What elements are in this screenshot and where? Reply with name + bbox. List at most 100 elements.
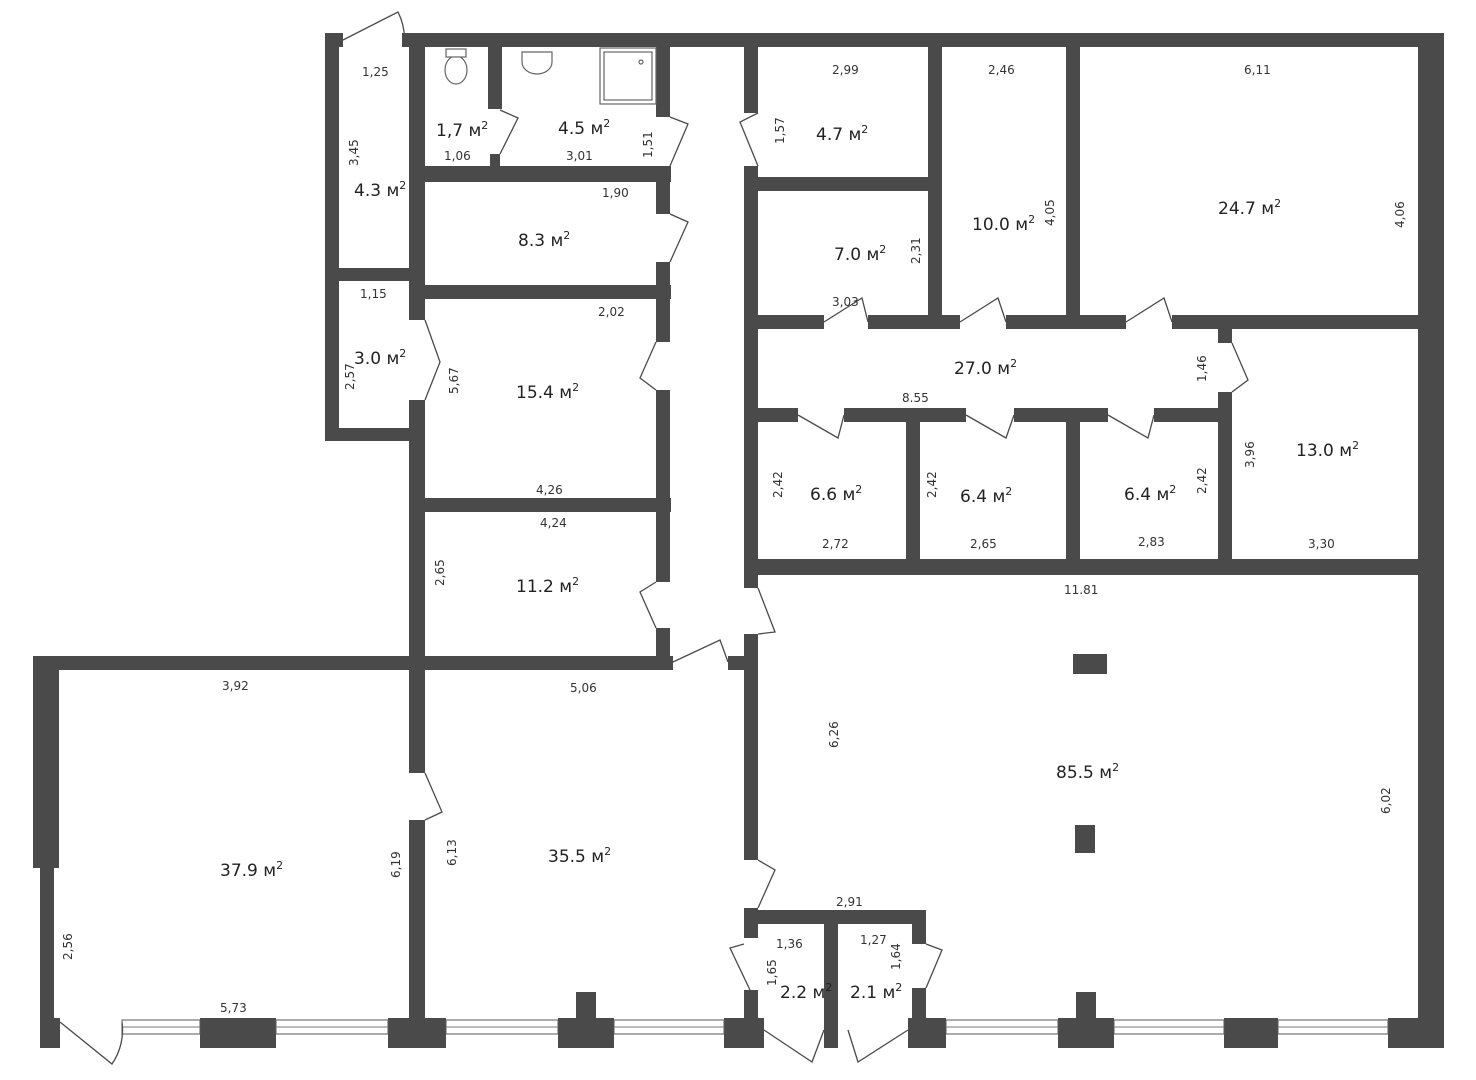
- wall-bottom-d: [558, 1018, 614, 1048]
- wall-stub-left: [325, 33, 339, 441]
- wall-bottom-h: [1224, 1018, 1278, 1048]
- door-right-13: [1231, 342, 1249, 393]
- wall-outer-left-low: [40, 868, 54, 1018]
- dim: 11.81: [1064, 583, 1098, 597]
- door-cab-1: [797, 414, 845, 439]
- dim: 6,13: [445, 839, 459, 866]
- door-ext-vest-1: [763, 1029, 825, 1063]
- walls: [33, 33, 1444, 1048]
- area-center-left: 35.5 м2: [548, 845, 611, 867]
- door-top-10: [959, 297, 1007, 323]
- wall-h-322-c: [1006, 315, 1126, 329]
- area-top-10: 10.0 м2: [972, 213, 1035, 235]
- wall-v-750-b: [744, 166, 758, 588]
- door-small-left: [424, 319, 441, 401]
- area-labels: 1,7 м2 4.5 м2 4.3 м2 8.3 м2 3.0 м2 15.4 …: [220, 117, 1359, 1003]
- dim: 4,24: [540, 516, 567, 530]
- wall-v-660-a: [656, 166, 670, 214]
- wall-wc-stub: [490, 154, 500, 168]
- dim: 3,96: [1243, 441, 1257, 468]
- wall-bottom-i: [1388, 1018, 1444, 1048]
- dim: 2,56: [61, 933, 75, 960]
- wall-h-322-a: [744, 315, 824, 329]
- dim: 3,30: [1308, 537, 1335, 551]
- wall-stub-top: [325, 33, 343, 47]
- area-corner-left: 37.9 м2: [220, 859, 283, 881]
- area-main: 85.5 м2: [1056, 761, 1119, 783]
- wall-v-925: [912, 910, 926, 944]
- area-top-small: 4.7 м2: [816, 123, 868, 145]
- windows: [121, 1019, 1389, 1035]
- door-corridor-top: [739, 112, 759, 167]
- door-corridor-bottom: [672, 639, 729, 663]
- toilet-tank-icon: [445, 48, 467, 58]
- door-top-big: [1125, 297, 1173, 323]
- door-vest-2: [925, 943, 943, 989]
- wall-v-750-c: [744, 634, 758, 860]
- wall-h-168: [409, 166, 671, 182]
- door-office-a: [639, 341, 657, 391]
- dim: 1,65: [765, 959, 779, 986]
- dim: 2,02: [598, 305, 625, 319]
- dim: 2,42: [771, 471, 785, 498]
- wall-v-925-b: [912, 988, 926, 1048]
- dim: 3,01: [566, 149, 593, 163]
- dim: 6,02: [1379, 787, 1393, 814]
- door-bath: [669, 116, 689, 167]
- shower-tray-icon: [603, 51, 653, 101]
- wall-bottom-a: [40, 1018, 60, 1048]
- door-ext-left: [59, 1021, 124, 1065]
- dim: 2,42: [1195, 467, 1209, 494]
- dim: 5,67: [447, 367, 461, 394]
- wall-bottom-g: [1058, 1018, 1114, 1048]
- dim: 2,65: [433, 559, 447, 586]
- wall-h-566: [744, 559, 1444, 575]
- area-cab-3: 6.4 м2: [1124, 483, 1176, 505]
- pier-1: [576, 992, 596, 1022]
- wall-v-1072: [1066, 408, 1080, 574]
- wall-bottom-c: [388, 1018, 446, 1048]
- dim: 1,46: [1195, 355, 1209, 382]
- dim: 5,73: [220, 1001, 247, 1015]
- dim: 8.55: [902, 391, 929, 405]
- wall-h-415-c: [1014, 408, 1108, 422]
- door-top-stub: [342, 11, 406, 47]
- wall-outer-right: [1418, 33, 1444, 1048]
- door-main-left: [757, 859, 776, 909]
- area-bath: 4.5 м2: [558, 117, 610, 139]
- doors: [59, 11, 1249, 1065]
- area-top-big: 24.7 м2: [1218, 197, 1281, 219]
- wall-v-410-b: [409, 400, 425, 773]
- dim: 2,31: [909, 237, 923, 264]
- door-ext-vest-2: [847, 1029, 909, 1064]
- wall-v-660-top: [656, 47, 670, 117]
- dim: 2,72: [822, 537, 849, 551]
- dim: 2,91: [836, 895, 863, 909]
- wall-outer-left: [33, 656, 59, 868]
- dim: 6,11: [1244, 63, 1271, 77]
- door-corridor-b: [757, 587, 776, 635]
- dim: 3,45: [347, 139, 361, 166]
- dim: 1,51: [641, 131, 655, 158]
- wall-bottom-b: [200, 1018, 276, 1048]
- wall-stub-mid: [325, 268, 415, 281]
- dim: 2,57: [343, 363, 357, 390]
- area-wc: 1,7 м2: [436, 119, 488, 141]
- column-1: [1073, 654, 1107, 674]
- area-office-a: 15.4 м2: [516, 381, 579, 403]
- wall-outer-top: [402, 33, 1444, 47]
- dimension-labels: 1,25 3,45 1,06 3,01 1,51 1,90 1,15 2,57 …: [61, 63, 1407, 1015]
- area-hall: 27.0 м2: [954, 357, 1017, 379]
- door-corner-left: [424, 772, 443, 821]
- area-storage: 8.3 м2: [518, 229, 570, 251]
- dim: 2,46: [988, 63, 1015, 77]
- dim: 6,19: [389, 851, 403, 878]
- wall-h-415-a: [744, 408, 798, 422]
- wall-v-1225-b: [1218, 392, 1232, 572]
- dim: 1,90: [602, 186, 629, 200]
- wall-v-660-c: [656, 390, 670, 582]
- wall-h-322-d: [1172, 315, 1444, 329]
- door-cab-3: [1107, 414, 1155, 439]
- dim: 5,06: [570, 681, 597, 695]
